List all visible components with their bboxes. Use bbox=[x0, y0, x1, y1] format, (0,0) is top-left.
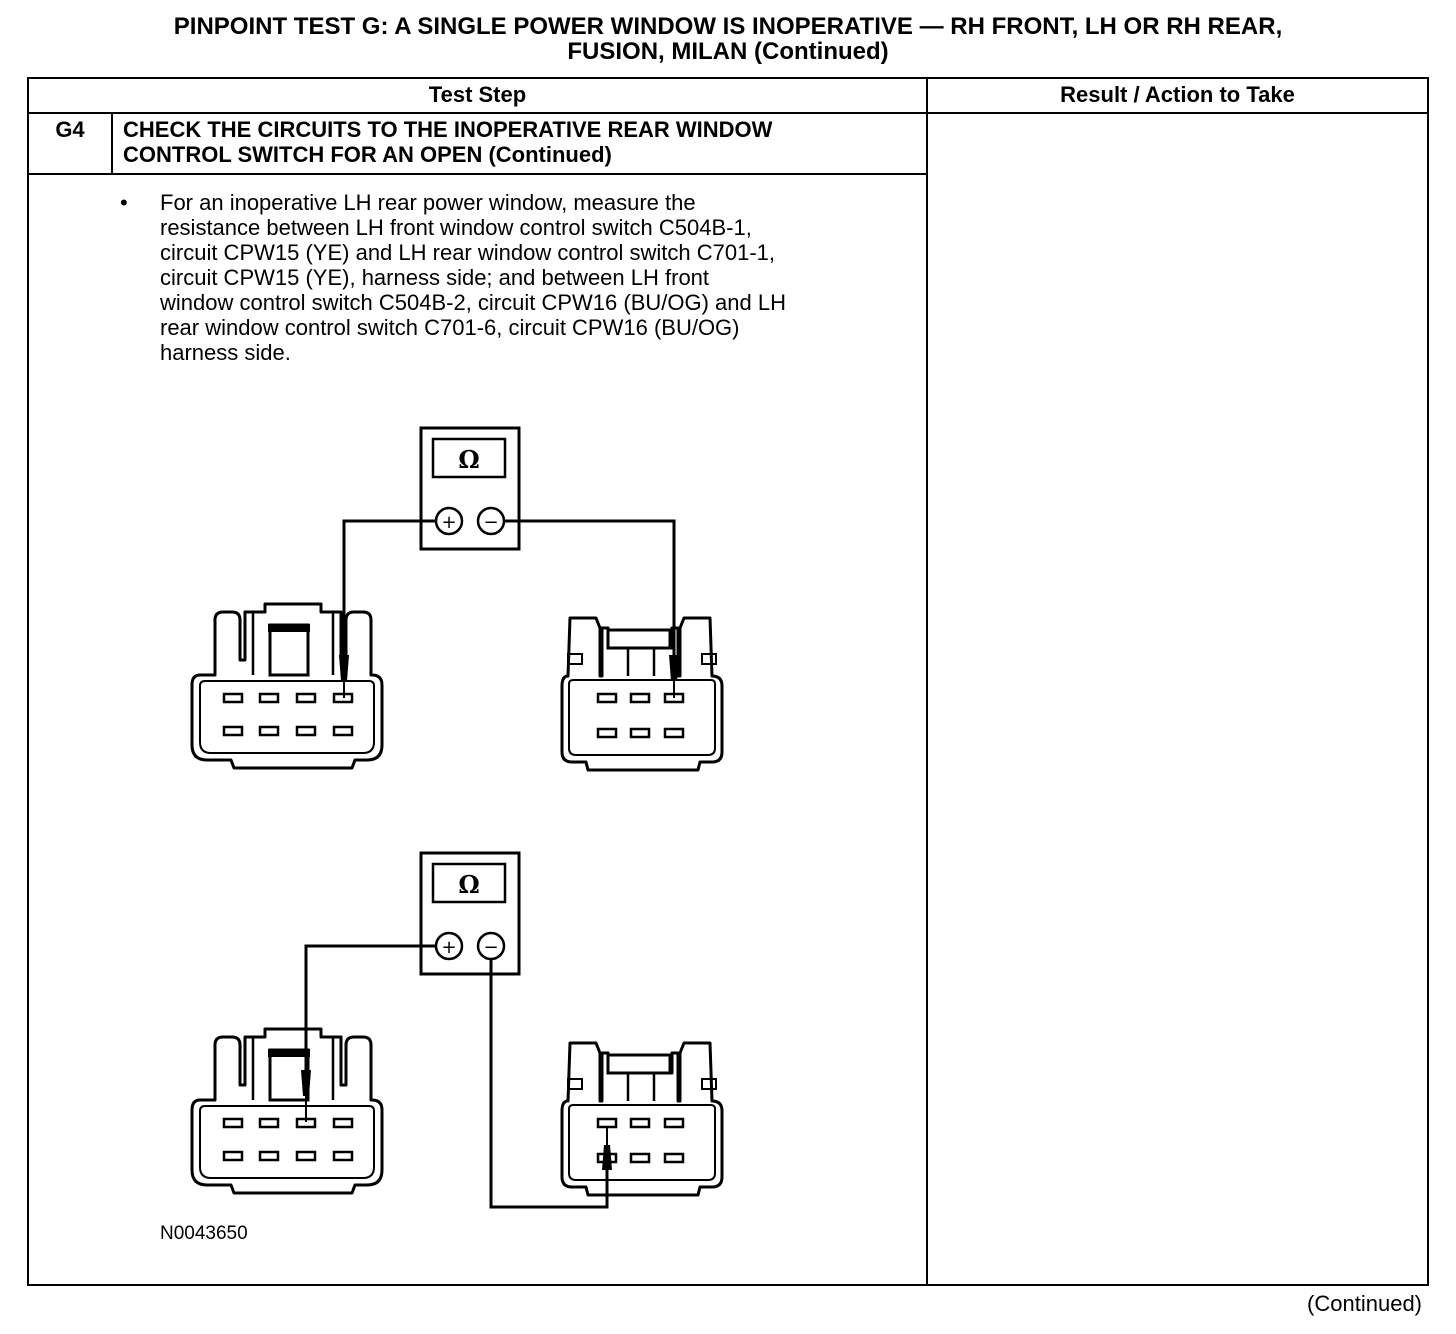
title-line-1: PINPOINT TEST G: A SINGLE POWER WINDOW I… bbox=[173, 13, 1283, 40]
step-instructions: For an inoperative LH rear power window,… bbox=[160, 190, 920, 365]
header-test-step: Test Step bbox=[428, 82, 527, 107]
header-divider bbox=[27, 112, 1429, 114]
ohmmeter-icon: Ω + − bbox=[419, 851, 521, 976]
instruction-line: harness side. bbox=[160, 340, 291, 365]
test-lead bbox=[339, 519, 436, 698]
instruction-line: circuit CPW15 (YE) and LH rear window co… bbox=[160, 240, 776, 265]
minus-terminal: − bbox=[483, 512, 498, 533]
step-number-divider bbox=[111, 112, 113, 174]
test-lead bbox=[489, 959, 612, 1209]
connector-icon bbox=[560, 616, 724, 772]
instruction-line: window control switch C504B-2, circuit C… bbox=[160, 290, 786, 315]
plus-terminal: + bbox=[441, 937, 456, 958]
step-title-divider bbox=[27, 173, 927, 175]
ohm-symbol: Ω bbox=[458, 445, 479, 474]
plus-terminal: + bbox=[441, 512, 456, 533]
connector-icon bbox=[190, 602, 384, 770]
instruction-line: rear window control switch C701-6, circu… bbox=[160, 315, 740, 340]
connector-icon bbox=[190, 1027, 384, 1195]
test-lead bbox=[504, 519, 679, 698]
header-result-action: Result / Action to Take bbox=[1060, 82, 1295, 107]
minus-terminal: − bbox=[483, 937, 498, 958]
connector-icon bbox=[560, 1041, 724, 1197]
instruction-line: resistance between LH front window contr… bbox=[160, 215, 752, 240]
bullet-icon: • bbox=[120, 190, 128, 215]
ohmmeter-icon: Ω + − bbox=[419, 426, 521, 551]
page-title: PINPOINT TEST G: A SINGLE POWER WINDOW I… bbox=[28, 14, 1428, 64]
step-title: CHECK THE CIRCUITS TO THE INOPERATIVE RE… bbox=[123, 117, 913, 167]
step-title-line-2: CONTROL SWITCH FOR AN OPEN (Continued) bbox=[123, 142, 612, 167]
continued-label: (Continued) bbox=[1307, 1291, 1422, 1316]
test-lead bbox=[301, 944, 436, 1122]
title-line-2: FUSION, MILAN (Continued) bbox=[567, 38, 889, 65]
step-title-line-1: CHECK THE CIRCUITS TO THE INOPERATIVE RE… bbox=[123, 117, 773, 142]
figure-code: N0043650 bbox=[160, 1223, 248, 1244]
column-divider bbox=[926, 77, 928, 1286]
test-table bbox=[27, 77, 1429, 1286]
step-number: G4 bbox=[55, 117, 85, 142]
ohm-symbol: Ω bbox=[458, 870, 479, 899]
instruction-line: For an inoperative LH rear power window,… bbox=[160, 190, 696, 215]
instruction-line: circuit CPW15 (YE), harness side; and be… bbox=[160, 265, 710, 290]
